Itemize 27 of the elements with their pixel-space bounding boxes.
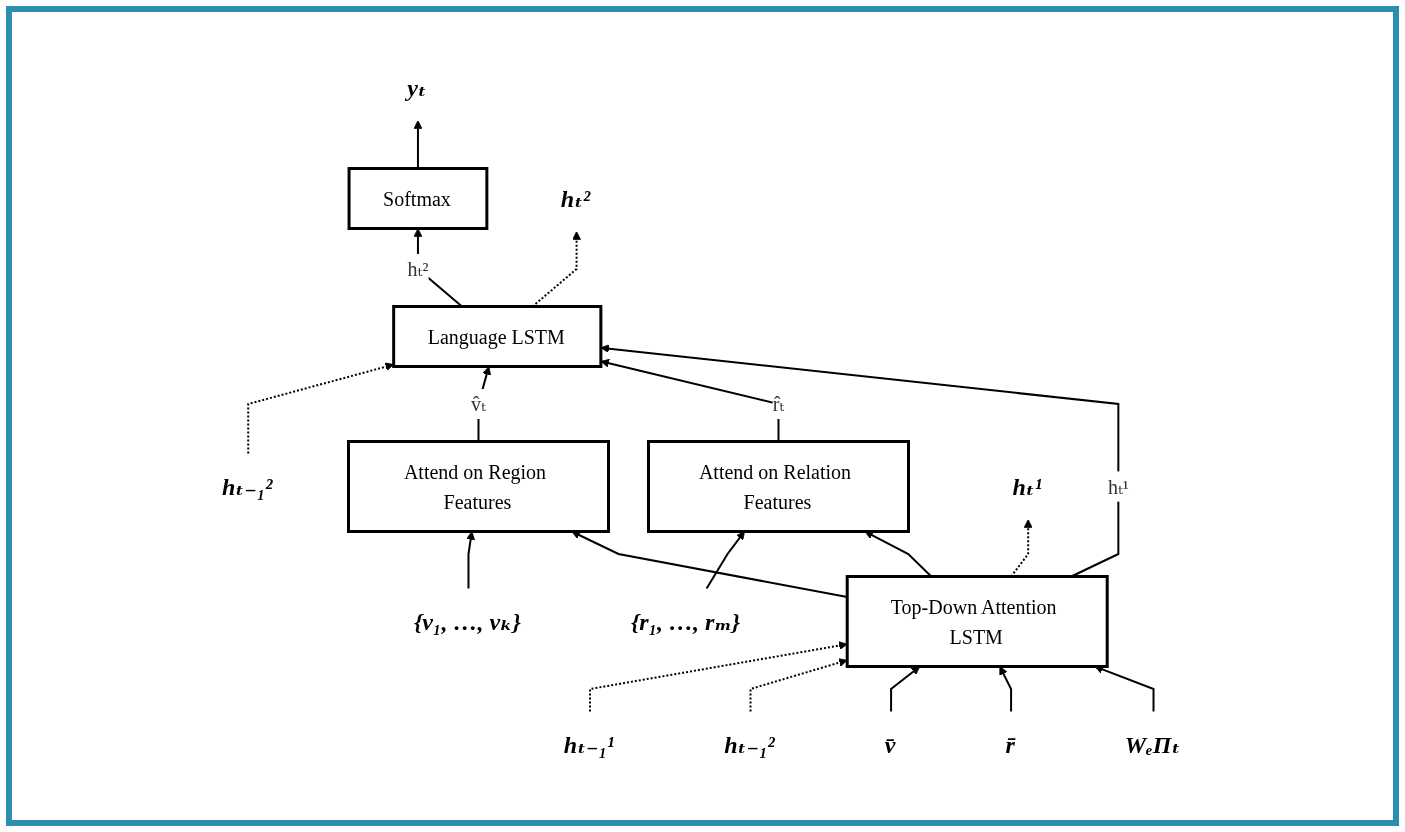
node-text: hₜ₋₁¹ <box>564 731 615 758</box>
arrow <box>466 531 476 590</box>
node-box: Top-Down Attention LSTM <box>846 575 1110 668</box>
node-text: r̄ <box>1005 731 1016 758</box>
arrow <box>705 531 746 590</box>
node-box: Attend on Region Features <box>347 440 611 533</box>
node-text: WₑΠₜ <box>1125 731 1181 758</box>
node-box: Attend on Relation Features <box>647 440 911 533</box>
arrow <box>589 641 848 713</box>
arrow <box>890 666 921 713</box>
node-text: v̄ <box>885 731 896 758</box>
edge-label: hₜ¹ <box>1108 475 1130 498</box>
node-text: hₜ² <box>561 185 591 212</box>
edge-label: r̂ₜ <box>773 393 785 415</box>
node-text: yₜ <box>407 74 428 101</box>
node-text: hₜ¹ <box>1012 473 1043 500</box>
arrow <box>999 666 1013 713</box>
node-box: Softmax <box>347 167 489 230</box>
edge-label: hₜ² <box>407 258 429 280</box>
node-text: {v₁, …, vₖ} <box>414 608 522 635</box>
arrow <box>247 362 395 455</box>
node-text: {r₁, …, rₘ} <box>631 608 741 635</box>
node-text: hₜ₋₁² <box>724 731 776 758</box>
node-text: hₜ₋₁² <box>222 473 273 500</box>
edge-label: v̂ₜ <box>471 393 487 415</box>
arrow <box>749 658 848 713</box>
node-box: Language LSTM <box>392 305 603 368</box>
